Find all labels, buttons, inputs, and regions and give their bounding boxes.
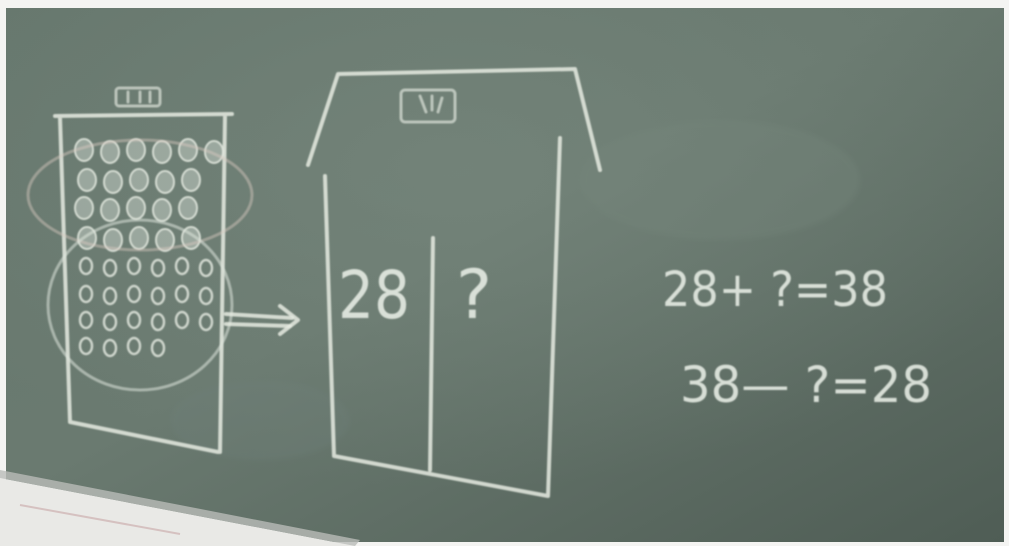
group-circle-top: [26, 138, 254, 252]
open-dot: [102, 312, 118, 332]
open-dot: [102, 286, 118, 306]
open-dot: [126, 310, 142, 330]
open-dot: [126, 256, 142, 276]
open-dot: [150, 258, 166, 278]
open-dot: [174, 256, 190, 276]
open-dot: [198, 258, 214, 278]
filled-dot: [126, 196, 146, 220]
filled-dot: [74, 196, 94, 220]
filled-dot: [77, 168, 97, 192]
filled-dot: [103, 170, 123, 194]
open-dot: [78, 336, 94, 356]
filled-dot: [204, 140, 224, 164]
split-box-roof: [306, 67, 602, 172]
board-glow: [6, 8, 1004, 542]
split-box-handle: [399, 88, 457, 124]
open-dot: [102, 258, 118, 278]
open-dot-group: [78, 256, 214, 358]
split-box-walls: [323, 136, 562, 498]
filled-dot: [100, 198, 120, 222]
dot-box-outline: [53, 112, 234, 454]
open-dot: [150, 338, 166, 358]
filled-dot: [129, 226, 149, 250]
equation-subtraction: 38— ?=28: [680, 356, 932, 414]
dot-box: [26, 86, 254, 454]
unknown-part-value: ?: [456, 256, 492, 335]
filled-dot: [129, 168, 149, 192]
filled-dot: [103, 228, 123, 252]
known-part-value: 28: [338, 257, 410, 334]
equation-addition: 28+ ?=38: [662, 262, 888, 318]
filled-dot: [155, 228, 175, 252]
open-dot: [78, 310, 94, 330]
open-dot: [198, 312, 214, 332]
open-dot: [198, 286, 214, 306]
dot-box-handle: [114, 86, 162, 108]
filled-dot: [152, 140, 172, 164]
open-dot: [126, 336, 142, 356]
chalk-smudge: [170, 380, 350, 460]
split-box: 28 ?: [306, 67, 602, 498]
split-box-divider: [428, 236, 435, 472]
open-dot: [78, 256, 94, 276]
group-circle-bottom: [46, 218, 234, 392]
filled-dot: [152, 198, 172, 222]
open-dot: [102, 338, 118, 358]
open-dot: [174, 284, 190, 304]
open-dot: [150, 286, 166, 306]
filled-dot: [181, 168, 201, 192]
chalk-tray-edge: [0, 470, 360, 546]
open-dot: [126, 284, 142, 304]
arrow-shaft: [224, 312, 294, 328]
filled-dot: [178, 196, 198, 220]
open-dot: [78, 284, 94, 304]
filled-dot: [126, 138, 146, 162]
open-dot: [150, 312, 166, 332]
arrow-head: [278, 304, 300, 336]
chalk-tray-stripe: [19, 504, 181, 535]
chalk-smudge: [580, 120, 860, 240]
open-dot: [174, 310, 190, 330]
filled-dot: [155, 170, 175, 194]
arrow: [224, 304, 300, 336]
split-box-handle-mark: [418, 94, 444, 114]
